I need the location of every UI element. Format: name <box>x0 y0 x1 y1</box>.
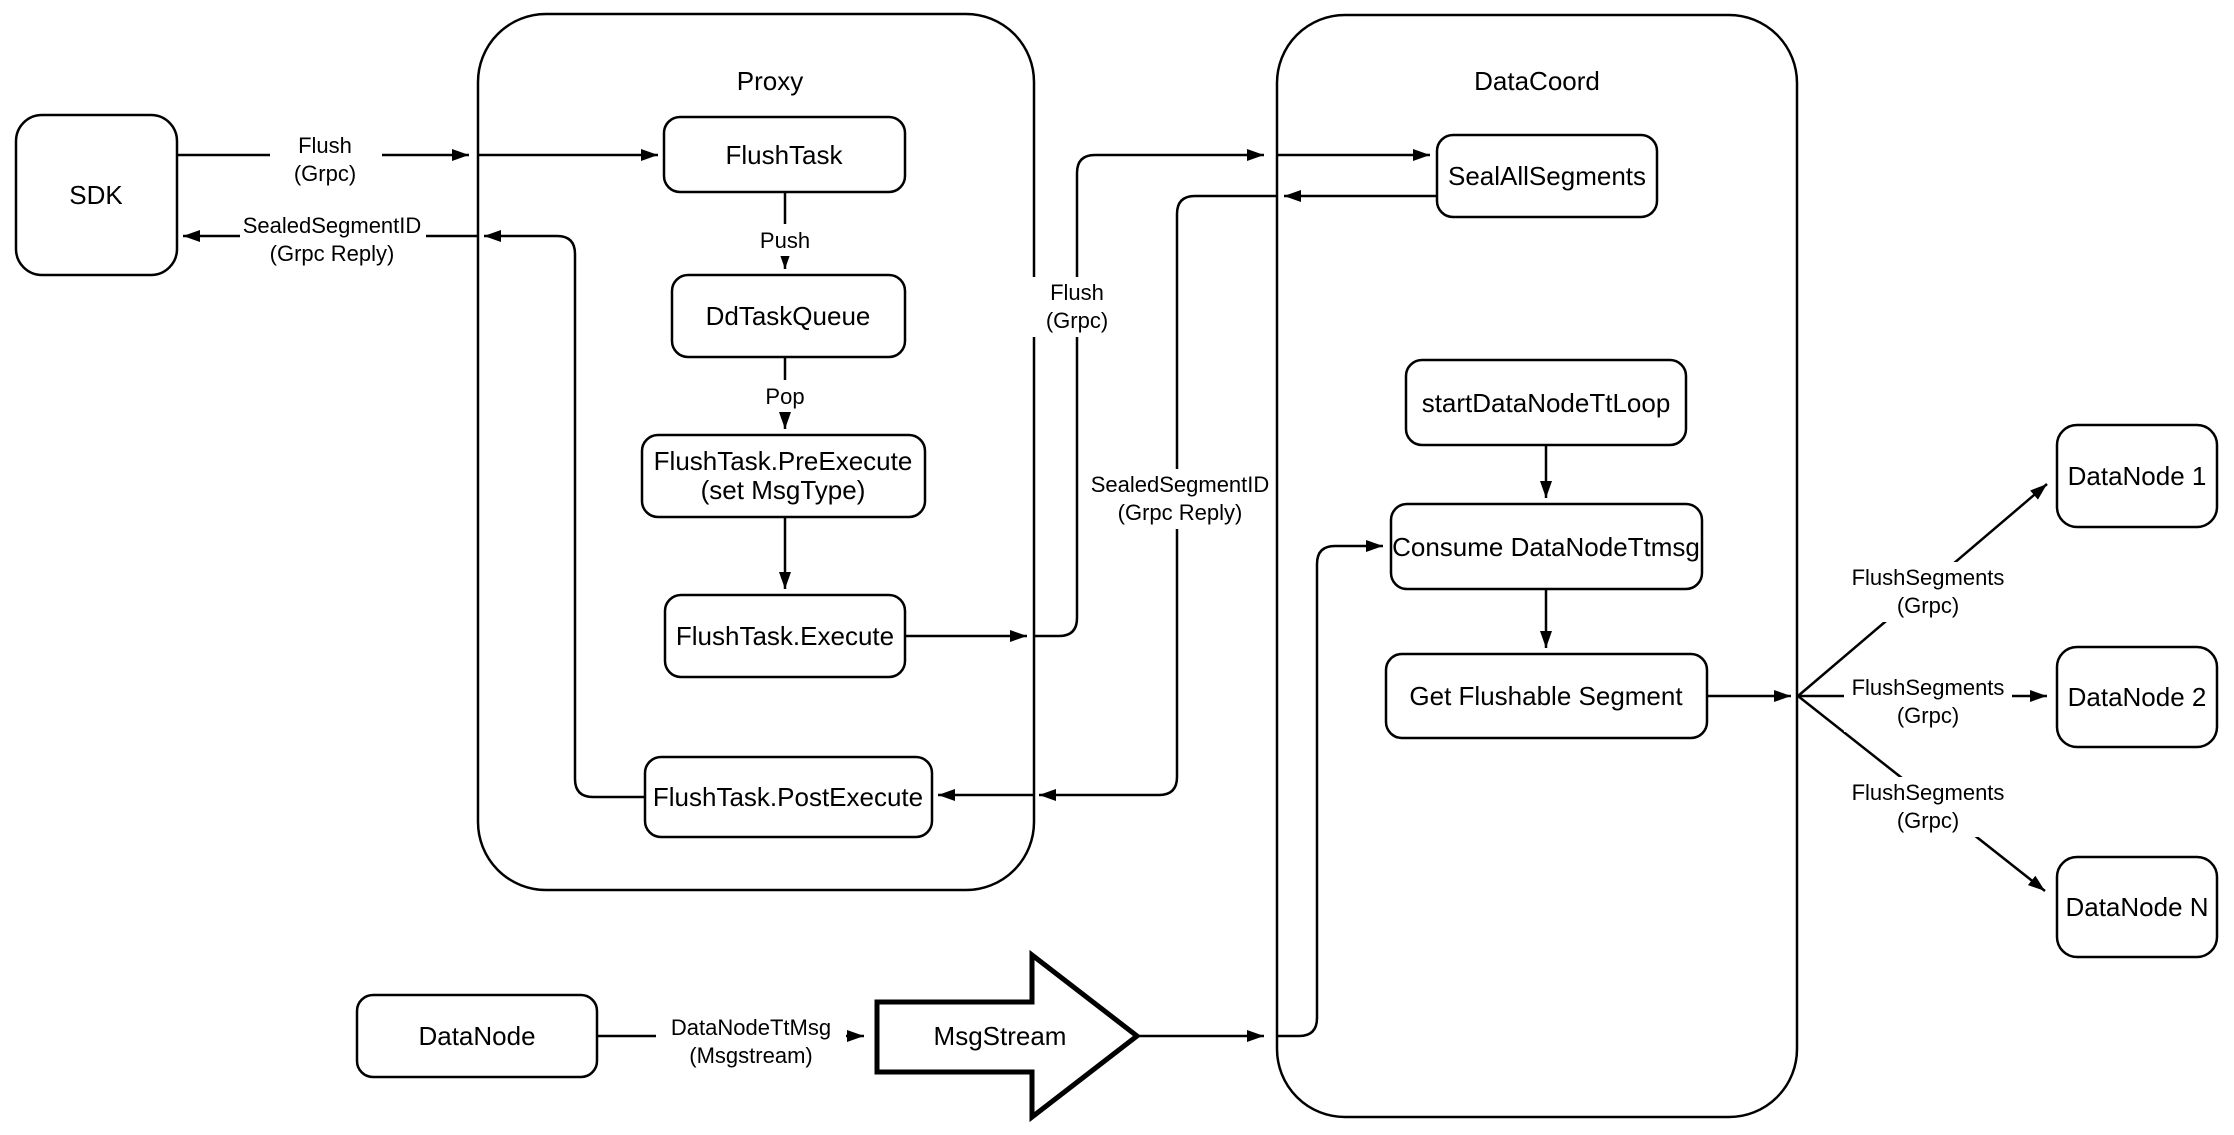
label-sealed-sdk-line1: SealedSegmentID <box>243 213 422 238</box>
label-flush-sdk-line2: (Grpc) <box>294 161 356 186</box>
node-msgstream: MsgStream <box>874 949 1142 1123</box>
label-pop: Pop <box>765 384 804 409</box>
node-sealallsegments-label: SealAllSegments <box>1448 161 1646 191</box>
label-flushsegments-3-line2: (Grpc) <box>1897 808 1959 833</box>
label-flush-coord-line1: Flush <box>1050 280 1104 305</box>
node-sdk: SDK <box>14 113 179 277</box>
node-sealallsegments: SealAllSegments <box>1435 133 1659 219</box>
node-preexecute: FlushTask.PreExecute (set MsgType) <box>640 433 927 519</box>
node-startdatanodettloop-label: startDataNodeTtLoop <box>1422 388 1671 418</box>
msgstream-arrow-shape <box>874 949 1142 1123</box>
node-sdk-label: SDK <box>69 180 123 210</box>
label-flushsegments-1-line1: FlushSegments <box>1852 565 2005 590</box>
node-consumedatanodettmsg: Consume DataNodeTtmsg <box>1389 502 1704 591</box>
proxy-title: Proxy <box>737 66 803 96</box>
node-execute: FlushTask.Execute <box>663 593 907 679</box>
label-datanodettmsg-line1: DataNodeTtMsg <box>671 1015 831 1040</box>
node-consumedatanodettmsg-label: Consume DataNodeTtmsg <box>1392 532 1700 562</box>
label-sealed-coord-line1: SealedSegmentID <box>1091 472 1270 497</box>
label-push: Push <box>760 228 810 253</box>
node-msgstream-label: MsgStream <box>934 1021 1067 1051</box>
node-preexecute-label-line2: (set MsgType) <box>701 475 866 505</box>
label-flush-coord-line2: (Grpc) <box>1046 308 1108 333</box>
node-ddtaskqueue: DdTaskQueue <box>670 273 907 359</box>
edge-coordedge-to-consume <box>1277 540 1383 1038</box>
label-flushsegments-2-line2: (Grpc) <box>1897 703 1959 728</box>
label-sealed-coord-line2: (Grpc Reply) <box>1118 500 1243 525</box>
node-datanode2: DataNode 2 <box>2055 645 2219 749</box>
node-flushtask: FlushTask <box>662 115 907 194</box>
datacoord-container: DataCoord <box>1275 13 1799 1119</box>
datacoord-title: DataCoord <box>1474 66 1600 96</box>
node-datanode1: DataNode 1 <box>2055 423 2219 529</box>
label-flushsegments-3-line1: FlushSegments <box>1852 780 2005 805</box>
label-sealed-sdk-line2: (Grpc Reply) <box>270 241 395 266</box>
proxy-container: Proxy <box>476 12 1036 892</box>
node-datanode1-label: DataNode 1 <box>2068 461 2207 491</box>
node-postexecute: FlushTask.PostExecute <box>643 755 934 839</box>
node-datanode: DataNode <box>355 993 599 1079</box>
node-preexecute-label-line1: FlushTask.PreExecute <box>654 446 913 476</box>
node-startdatanodettloop: startDataNodeTtLoop <box>1404 358 1688 447</box>
edge-postexecute-to-proxyedge <box>484 230 645 799</box>
node-postexecute-label: FlushTask.PostExecute <box>653 782 923 812</box>
label-datanodettmsg-line2: (Msgstream) <box>689 1043 812 1068</box>
label-flushsegments-1-line2: (Grpc) <box>1897 593 1959 618</box>
node-getflushablesegment-label: Get Flushable Segment <box>1409 681 1683 711</box>
edge-proxyedge-to-coordedge-flush <box>1034 149 1264 638</box>
label-flush-sdk-line1: Flush <box>298 133 352 158</box>
node-datanoden-label: DataNode N <box>2065 892 2208 922</box>
edge-labels: Flush (Grpc) SealedSegmentID (Grpc Reply… <box>240 128 2012 1072</box>
node-datanode2-label: DataNode 2 <box>2068 682 2207 712</box>
node-ddtaskqueue-label: DdTaskQueue <box>706 301 871 331</box>
node-datanoden: DataNode N <box>2055 855 2219 959</box>
label-flushsegments-2-line1: FlushSegments <box>1852 675 2005 700</box>
node-flushtask-label: FlushTask <box>725 140 843 170</box>
node-getflushablesegment: Get Flushable Segment <box>1384 652 1709 740</box>
node-datanode-label: DataNode <box>418 1021 535 1051</box>
node-execute-label: FlushTask.Execute <box>676 621 894 651</box>
